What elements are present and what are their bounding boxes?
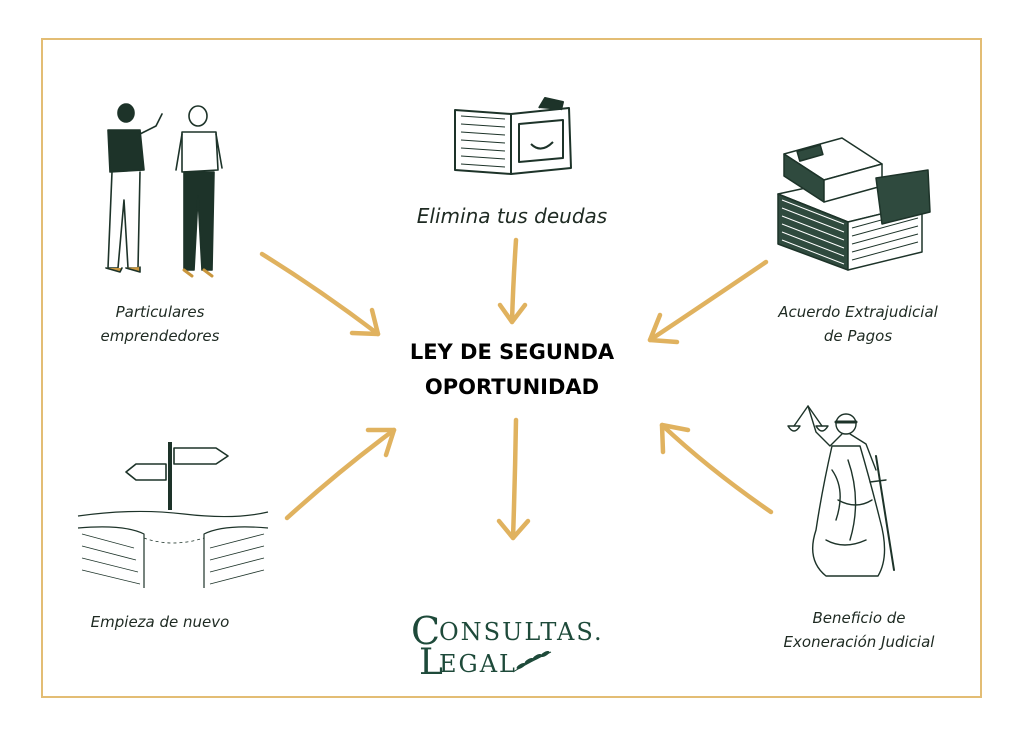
central-title: LEY DE SEGUNDA OPORTUNIDAD	[384, 335, 640, 405]
node-particulares: Particulares emprendedores	[70, 300, 250, 348]
node-acuerdo-line1: Acuerdo Extrajudicial	[778, 303, 938, 321]
arrow-to-logo	[496, 417, 531, 541]
central-title-line2: OPORTUNIDAD	[424, 375, 600, 399]
laurel-icon	[512, 650, 552, 673]
arrow-from-particulares	[259, 251, 381, 337]
node-acuerdo-line2: de Pagos	[823, 327, 893, 345]
arrow-from-deudas	[497, 237, 528, 325]
central-title-line1: LEY DE SEGUNDA	[409, 340, 615, 364]
node-beneficio-line1: Beneficio de	[812, 609, 906, 627]
signpost-icon	[77, 442, 269, 588]
node-acuerdo: Acuerdo Extrajudicial de Pagos	[748, 300, 968, 348]
node-deudas: Elimina tus deudas	[380, 202, 644, 230]
people-icon	[105, 103, 223, 278]
consultas-legal-logo: C ONSULTAS. L EGAL	[411, 609, 604, 680]
node-particulares-line1: Particulares	[115, 303, 205, 321]
node-empieza: Empieza de nuevo	[60, 610, 260, 634]
node-deudas-line1: Elimina tus deudas	[416, 204, 608, 228]
logo-letter-l: L	[419, 642, 443, 680]
logo-letter-c: C	[411, 609, 440, 653]
node-beneficio: Beneficio de Exoneración Judicial	[752, 606, 966, 654]
node-beneficio-line2: Exoneración Judicial	[783, 633, 935, 651]
money-stack-icon	[777, 137, 931, 271]
arrow-from-acuerdo	[647, 259, 769, 345]
lady-justice-icon	[787, 405, 895, 577]
wallet-icon	[454, 97, 572, 175]
arrow-from-empieza	[284, 427, 397, 521]
logo-word-egal: EGAL	[439, 650, 517, 678]
arrow-from-beneficio	[659, 422, 774, 515]
node-particulares-line2: emprendedores	[100, 327, 220, 345]
node-empieza-line1: Empieza de nuevo	[90, 613, 230, 631]
diagram-frame	[41, 38, 982, 698]
logo-word-onsultas: ONSULTAS.	[439, 618, 604, 646]
